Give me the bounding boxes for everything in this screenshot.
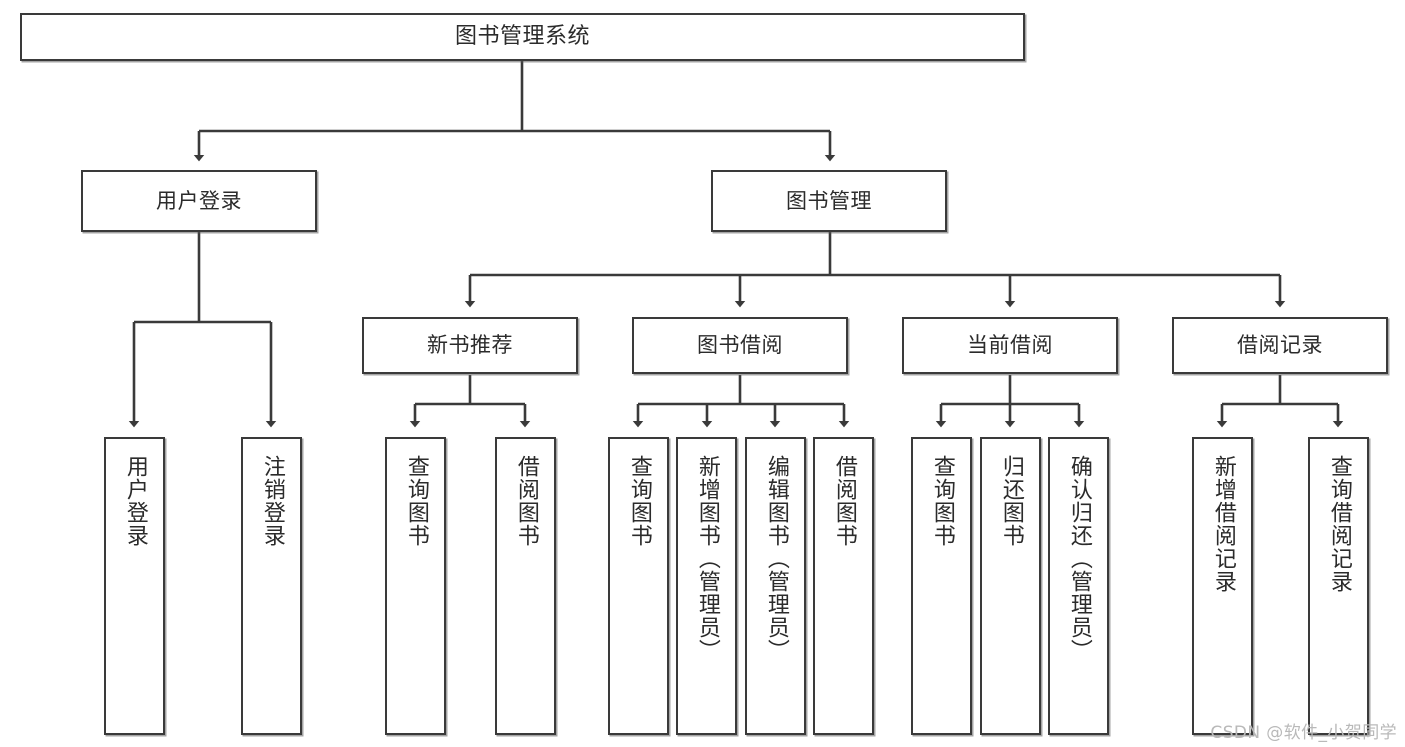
leaf-add-borrow-record[interactable]: 新增借阅记录: [1192, 437, 1253, 735]
leaf-query-borrow-record[interactable]: 查询借阅记录: [1308, 437, 1369, 735]
leaf-query-book-recommend[interactable]: 查询图书: [385, 437, 446, 735]
node-borrow-record[interactable]: 借阅记录: [1172, 317, 1388, 374]
node-label: 借阅图书: [831, 455, 857, 547]
leaf-return-book[interactable]: 归还图书: [980, 437, 1041, 735]
node-book-management[interactable]: 图书管理: [711, 170, 947, 232]
leaf-edit-book-admin[interactable]: 编辑图书（管理员）: [745, 437, 806, 735]
leaf-add-book-admin[interactable]: 新增图书（管理员）: [676, 437, 737, 735]
node-label: 查询图书: [403, 455, 429, 547]
node-label: 新书推荐: [427, 333, 513, 358]
node-label: 图书借阅: [697, 333, 783, 358]
leaf-confirm-return-admin[interactable]: 确认归还（管理员）: [1048, 437, 1109, 735]
leaf-query-book-current[interactable]: 查询图书: [911, 437, 972, 735]
node-label: 新增图书（管理员）: [694, 455, 720, 662]
node-label: 查询图书: [929, 455, 955, 547]
node-label: 借阅记录: [1237, 333, 1323, 358]
node-label: 当前借阅: [967, 333, 1053, 358]
node-label: 用户登录: [156, 188, 242, 213]
node-label: 借阅图书: [513, 455, 539, 547]
node-root-book-management-system[interactable]: 图书管理系统: [20, 13, 1025, 61]
node-new-book-recommend[interactable]: 新书推荐: [362, 317, 578, 374]
leaf-borrow-book-recommend[interactable]: 借阅图书: [495, 437, 556, 735]
node-label: 注销登录: [259, 455, 285, 547]
node-label: 新增借阅记录: [1210, 455, 1236, 593]
node-label: 确认归还（管理员）: [1066, 455, 1092, 662]
node-book-borrow[interactable]: 图书借阅: [632, 317, 848, 374]
node-label: 编辑图书（管理员）: [763, 455, 789, 662]
node-label: 用户登录: [122, 455, 148, 547]
node-label: 归还图书: [998, 455, 1024, 547]
node-current-borrow[interactable]: 当前借阅: [902, 317, 1118, 374]
node-label: 查询图书: [626, 455, 652, 547]
leaf-logout-login[interactable]: 注销登录: [241, 437, 302, 735]
leaf-query-book-borrow[interactable]: 查询图书: [608, 437, 669, 735]
node-label: 图书管理系统: [454, 24, 590, 50]
leaf-user-login[interactable]: 用户登录: [104, 437, 165, 735]
node-label: 查询借阅记录: [1326, 455, 1352, 593]
node-user-login[interactable]: 用户登录: [81, 170, 317, 232]
leaf-borrow-book[interactable]: 借阅图书: [813, 437, 874, 735]
node-label: 图书管理: [786, 188, 872, 213]
